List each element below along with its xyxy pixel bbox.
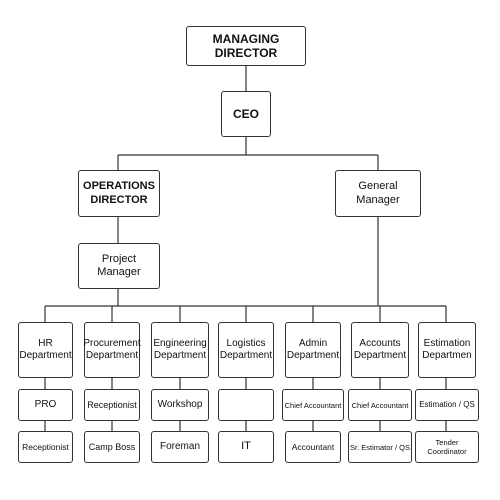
operations-director-label: OPERATIONS DIRECTOR [83, 180, 155, 206]
role-box: Foreman [151, 431, 209, 463]
role-box: Sr. Estimator / QS [348, 431, 412, 463]
role-box: Receptionist [84, 389, 140, 421]
role-label: Receptionist [22, 441, 69, 452]
role-box: Workshop [151, 389, 209, 421]
department-box: Admin Department [285, 322, 341, 378]
role-box: Camp Boss [84, 431, 140, 463]
department-box: Estimation Departmen [418, 322, 476, 378]
role-label: Accountant [291, 441, 335, 452]
department-box: Accounts Department [351, 322, 409, 378]
department-title: Accounts Department [353, 338, 407, 361]
role-box: Chief Accountant [348, 389, 412, 421]
department-box: Procurement Department [83, 322, 141, 378]
role-label: Chief Accountant [284, 400, 342, 410]
department-box: HR Department [18, 322, 73, 378]
managing-director-box: MANAGING DIRECTOR [186, 26, 306, 66]
role-box: PRO [18, 389, 73, 421]
department-title: Engineering Department [153, 338, 207, 361]
role-label: Estimation / QS [419, 400, 475, 410]
department-title: HR Department [19, 338, 72, 361]
role-label: Foreman [159, 441, 200, 452]
role-box: Accountant [285, 431, 341, 463]
ceo-box: CEO [221, 91, 271, 137]
role-label: PRO [34, 399, 57, 410]
general-manager-label: General Manager [356, 180, 400, 206]
department-title: Admin Department [286, 338, 340, 361]
role-label: Receptionist [87, 399, 137, 410]
ceo-label: CEO [232, 106, 259, 121]
department-title: Estimation Departmen [422, 338, 472, 361]
role-label: Workshop [157, 399, 203, 410]
department-box: Logistics Department [218, 322, 274, 378]
general-manager-box: General Manager [335, 170, 421, 217]
role-box: Estimation / QS [415, 389, 479, 421]
department-title: Procurement Department [83, 338, 141, 361]
role-label: Sr. Estimator / QS [349, 442, 410, 452]
role-box: Tender Coordinator [415, 431, 479, 463]
operations-director-box: OPERATIONS DIRECTOR [78, 170, 160, 217]
project-manager-label: Project Manager [97, 252, 141, 278]
department-box: Engineering Department [151, 322, 209, 378]
managing-director-label: MANAGING DIRECTOR [212, 31, 280, 60]
role-box-empty [218, 389, 274, 421]
role-label: IT [241, 440, 251, 453]
role-label: Camp Boss [88, 441, 136, 452]
role-label: Tender Coordinator [427, 438, 467, 456]
role-box: Receptionist [18, 431, 73, 463]
role-label: Chief Accountant [351, 400, 409, 410]
role-box: Chief Accountant [282, 389, 344, 421]
department-title: Logistics Department [219, 338, 273, 361]
project-manager-box: Project Manager [78, 243, 160, 289]
role-box: IT [218, 431, 274, 463]
